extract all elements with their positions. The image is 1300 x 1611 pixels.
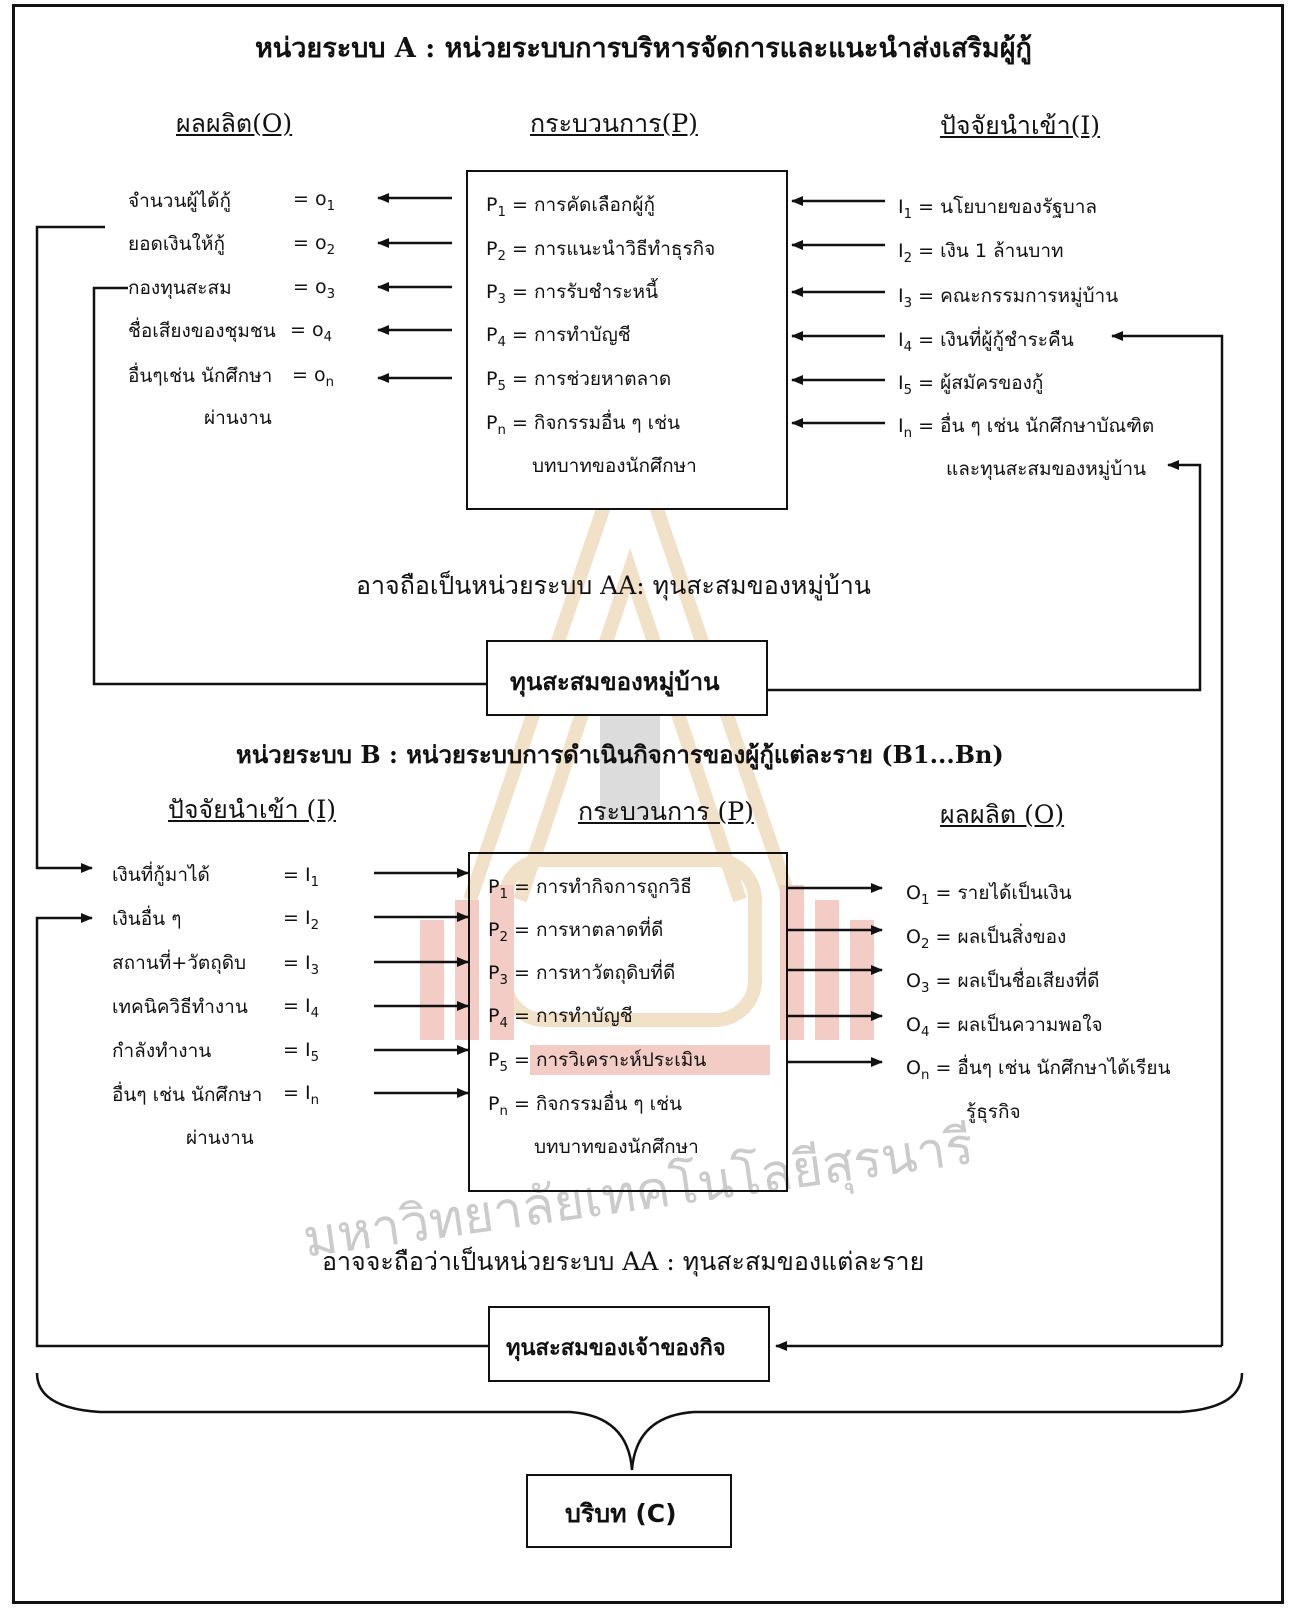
unit-a-output-1-sym: = o1 bbox=[293, 188, 336, 214]
unit-a-input-n-cont: และทุนสะสมของหมู่บ้าน bbox=[946, 458, 1146, 480]
unit-a-input-4: I4 = เงินที่ผู้กู้ชำระคืน bbox=[898, 329, 1074, 355]
unit-a-process-heading: กระบวนการ(P) bbox=[530, 109, 698, 138]
unit-b-input-4: เทคนิควิธีทำงาน bbox=[112, 996, 248, 1018]
unit-a-output-5-sym: = on bbox=[292, 364, 335, 390]
unit-b-process-2: P2 = การหาตลาดที่ดี bbox=[488, 919, 664, 945]
unit-b-output-4: O4 = ผลเป็นความพอใจ bbox=[906, 1014, 1103, 1040]
unit-b-output-n: On = อื่นๆ เช่น นักศึกษาได้เรียน bbox=[906, 1057, 1171, 1083]
unit-b-input-n: อื่นๆ เช่น นักศึกษา bbox=[112, 1084, 263, 1106]
unit-a-output-2: ยอดเงินให้กู้ bbox=[128, 233, 225, 255]
unit-b-process-box bbox=[468, 852, 788, 1192]
unit-b-output-1: O1 = รายได้เป็นเงิน bbox=[906, 882, 1072, 908]
unit-a-process-1: P1 = การคัดเลือกผู้กู้ bbox=[486, 194, 656, 220]
unit-b-output-heading: ผลผลิต (O) bbox=[940, 800, 1065, 829]
unit-b-input-n-sym: = In bbox=[283, 1082, 320, 1108]
unit-b-process-5: P5 = การวิเคราะห์ประเมิน bbox=[488, 1049, 707, 1075]
unit-a-process-3: P3 = การรับชำระหนี้ bbox=[486, 281, 659, 307]
unit-a-process-box bbox=[466, 170, 788, 510]
unit-a-input-1: I1 = นโยบายของรัฐบาล bbox=[898, 196, 1098, 222]
unit-a-output-4-sym: = o4 bbox=[290, 319, 333, 345]
unit-b-input-3: สถานที่+วัตถุดิบ bbox=[112, 952, 247, 974]
owner-capital-box bbox=[488, 1306, 770, 1382]
unit-a-input-3: I3 = คณะกรรมการหมู่บ้าน bbox=[898, 285, 1119, 311]
unit-a-output-5: อื่นๆเช่น นักศึกษา bbox=[128, 365, 273, 387]
unit-a-process-n: Pn = กิจกรรมอื่น ๆ เช่น bbox=[486, 412, 681, 438]
unit-b-process-1: P1 = การทำกิจการถูกวิธี bbox=[488, 876, 692, 902]
unit-a-input-heading: ปัจจัยนำเข้า(I) bbox=[940, 111, 1100, 140]
village-capital-box bbox=[486, 640, 768, 716]
unit-a-input-5: I5 = ผู้สมัครของกู้ bbox=[898, 372, 1044, 398]
unit-b-input-n-cont: ผ่านงาน bbox=[186, 1127, 254, 1149]
unit-b-output-3: O3 = ผลเป็นชื่อเสียงที่ดี bbox=[906, 970, 1100, 996]
unit-a-output-2-sym: = o2 bbox=[293, 232, 336, 258]
unit-b-process-n: Pn = กิจกรรมอื่น ๆ เช่น bbox=[488, 1093, 683, 1119]
unit-b-process-n-cont: บทบาทของนักศึกษา bbox=[534, 1136, 699, 1158]
unit-a-output-4: ชื่อเสียงของชุมชน bbox=[128, 320, 276, 342]
unit-b-input-3-sym: = I3 bbox=[283, 952, 320, 978]
context-label: บริบท (C) bbox=[565, 1499, 677, 1528]
unit-a-note: อาจถือเป็นหน่วยระบบ AA: ทุนสะสมของหมู่บ้… bbox=[356, 571, 871, 600]
unit-b-input-4-sym: = I4 bbox=[283, 995, 320, 1021]
unit-a-title: หน่วยระบบ A : หน่วยระบบการบริหารจัดการแล… bbox=[255, 33, 1032, 64]
context-box bbox=[526, 1474, 732, 1548]
unit-a-output-3-sym: = o3 bbox=[293, 276, 336, 302]
unit-b-output-2: O2 = ผลเป็นสิ่งของ bbox=[906, 926, 1067, 952]
unit-a-process-5: P5 = การช่วยหาตลาด bbox=[486, 368, 672, 394]
unit-a-input-2: I2 = เงิน 1 ล้านบาท bbox=[898, 240, 1064, 266]
unit-a-input-n: In = อื่น ๆ เช่น นักศึกษาบัณฑิต bbox=[898, 415, 1155, 441]
unit-a-output-5-cont: ผ่านงาน bbox=[204, 407, 272, 429]
unit-b-input-heading: ปัจจัยนำเข้า (I) bbox=[168, 795, 336, 824]
unit-a-output-1: จำนวนผู้ได้กู้ bbox=[128, 190, 231, 212]
unit-b-input-1-sym: = I1 bbox=[283, 864, 320, 890]
unit-b-input-2-sym: = I2 bbox=[283, 907, 320, 933]
unit-b-input-2: เงินอื่น ๆ bbox=[112, 908, 182, 930]
owner-capital-label: ทุนสะสมของเจ้าของกิจ bbox=[506, 1336, 726, 1361]
unit-b-input-5: กำลังทำงาน bbox=[112, 1040, 212, 1062]
unit-b-output-n-cont: รู้ธุรกิจ bbox=[966, 1101, 1021, 1123]
unit-b-process-4: P4 = การทำบัญชี bbox=[488, 1005, 633, 1031]
unit-b-note: อาจจะถือว่าเป็นหน่วยระบบ AA : ทุนสะสมของ… bbox=[322, 1247, 925, 1276]
unit-b-input-5-sym: = I5 bbox=[283, 1039, 320, 1065]
diagram-frame bbox=[12, 4, 1284, 1604]
unit-b-title: หน่วยระบบ B : หน่วยระบบการดำเนินกิจการขอ… bbox=[236, 740, 1004, 769]
unit-a-process-2: P2 = การแนะนำวิธีทำธุรกิจ bbox=[486, 238, 716, 264]
unit-b-input-1: เงินที่กู้มาได้ bbox=[112, 864, 210, 886]
unit-a-process-n-cont: บทบาทของนักศึกษา bbox=[532, 455, 697, 477]
unit-a-output-heading: ผลผลิต(O) bbox=[176, 109, 293, 138]
village-capital-label: ทุนสะสมของหมู่บ้าน bbox=[510, 668, 720, 696]
unit-b-process-3: P3 = การหาวัตถุดิบที่ดี bbox=[488, 962, 676, 988]
unit-b-process-heading: กระบวนการ (P) bbox=[578, 797, 754, 826]
unit-a-process-4: P4 = การทำบัญชี bbox=[486, 324, 631, 350]
unit-a-output-3: กองทุนสะสม bbox=[128, 277, 232, 299]
